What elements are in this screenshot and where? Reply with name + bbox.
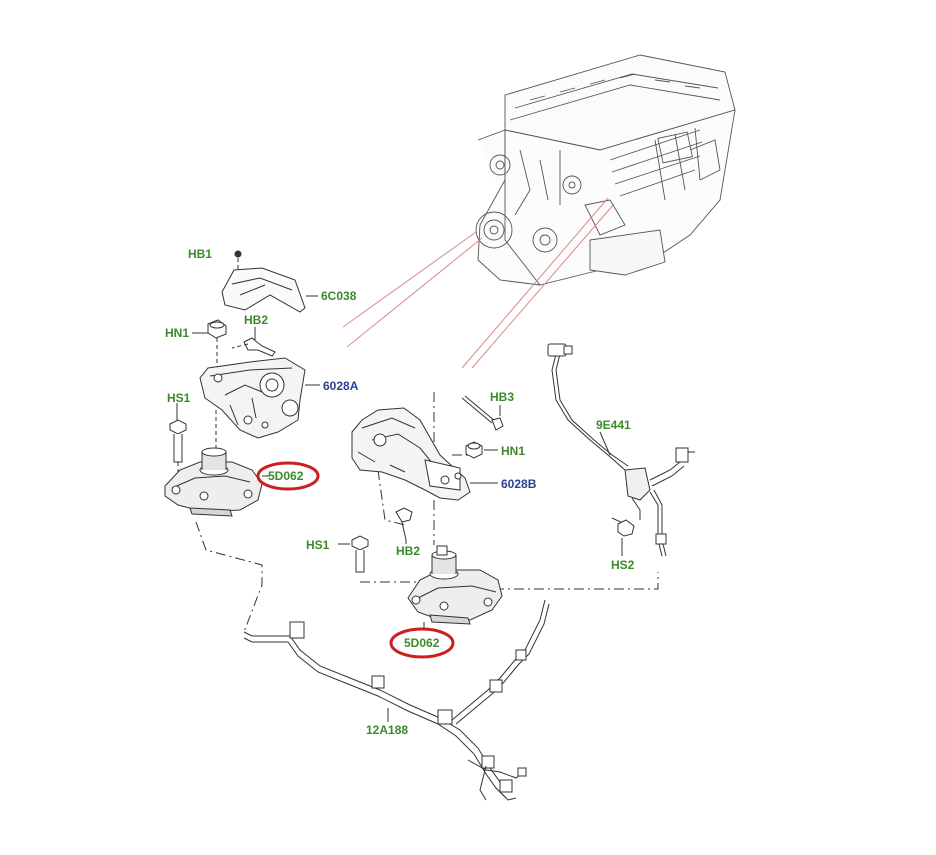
label-hb2-left: HB2 bbox=[244, 313, 269, 327]
guide-lines-mid bbox=[360, 392, 659, 590]
engine-mount-5d062-mid bbox=[407, 545, 503, 630]
label-hb3: HB3 bbox=[490, 390, 515, 404]
stud-hs1-mid bbox=[338, 535, 369, 573]
highlight-circle-5d062-mid bbox=[389, 627, 455, 659]
bracket-6028a bbox=[199, 357, 320, 448]
label-6028a: 6028A bbox=[323, 379, 359, 393]
label-5d062-left: 5D062 bbox=[268, 469, 304, 483]
label-5d062-mid: 5D062 bbox=[404, 636, 440, 650]
bolt-hb2-left bbox=[231, 327, 276, 357]
vacuum-pipe-9e441 bbox=[547, 343, 695, 557]
stud-hs1-left bbox=[169, 403, 187, 475]
label-6028b: 6028B bbox=[501, 477, 537, 491]
label-hs1-left: HS1 bbox=[167, 391, 191, 405]
label-hs2: HS2 bbox=[611, 558, 635, 572]
label-12a188: 12A188 bbox=[366, 723, 409, 737]
bracket-6028b bbox=[351, 407, 498, 501]
engine-block-drawing bbox=[475, 54, 736, 286]
nut-hn1-left bbox=[192, 319, 227, 370]
highlight-circle-5d062-left bbox=[256, 461, 320, 491]
label-hn1-right: HN1 bbox=[501, 444, 526, 458]
engine-mount-5d062-left bbox=[164, 447, 270, 517]
label-hs1-mid: HS1 bbox=[306, 538, 330, 552]
nut-hn1-right bbox=[465, 441, 498, 459]
bolt-hb3 bbox=[461, 395, 504, 431]
guide-lines-left bbox=[195, 521, 263, 633]
harness-12a188 bbox=[243, 599, 550, 801]
engine-leader-lines bbox=[342, 197, 615, 369]
label-hb2-mid: HB2 bbox=[396, 544, 421, 558]
bolt-hb2-mid bbox=[395, 507, 413, 544]
label-6c038: 6C038 bbox=[321, 289, 357, 303]
label-hb1-top: HB1 bbox=[188, 247, 213, 261]
bracket-6c038 bbox=[221, 267, 318, 313]
label-9e441: 9E441 bbox=[596, 418, 631, 432]
label-hn1-left: HN1 bbox=[165, 326, 190, 340]
screw-hs2 bbox=[617, 519, 635, 556]
